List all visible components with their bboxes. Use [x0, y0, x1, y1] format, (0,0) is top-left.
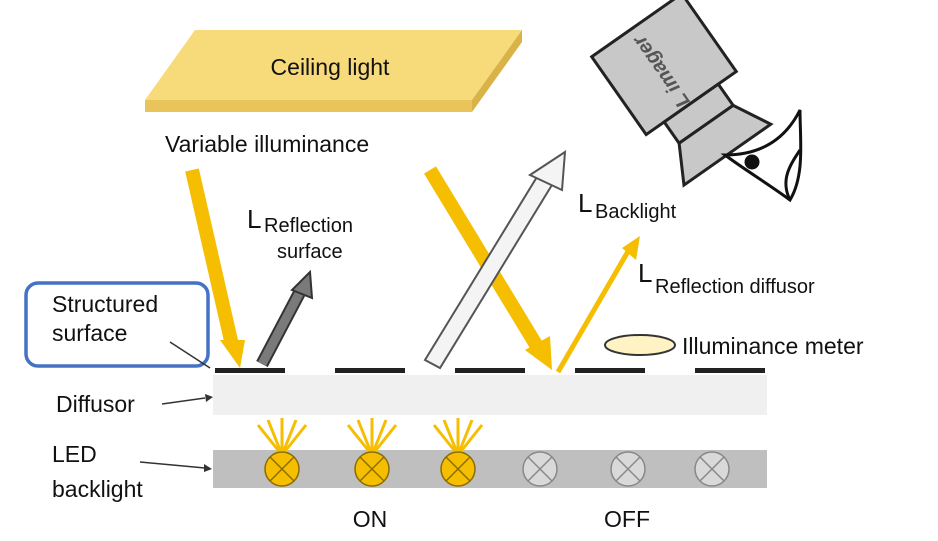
l-backlight-main: L	[578, 188, 592, 218]
led-on-1	[264, 451, 300, 487]
diffusor-panel	[213, 375, 767, 415]
led-off-2	[610, 451, 646, 487]
illuminance-meter-label: Illuminance meter	[682, 333, 864, 359]
camera-icon: L imager	[589, 0, 774, 188]
backlight-arrow	[423, 150, 567, 370]
l-backlight-sub: Backlight	[595, 201, 677, 223]
camera-hood	[677, 103, 774, 188]
structured-surface-line1: Structured	[52, 291, 158, 317]
led-backlight-line2: backlight	[52, 476, 143, 502]
led-on-3	[440, 451, 476, 487]
led-backlight-line1: LED	[52, 441, 97, 467]
l-reflection-diffusor-main: L	[638, 258, 652, 288]
diffusor-label: Diffusor	[56, 391, 135, 417]
ceiling-light-label: Ceiling light	[271, 54, 391, 80]
eye-icon	[720, 109, 803, 203]
led-on-emission	[256, 418, 484, 456]
eye-pupil	[744, 154, 760, 170]
structured-surface-pointer	[169, 341, 211, 369]
variable-illuminance-label: Variable illuminance	[165, 131, 369, 157]
illuminance-meter-icon	[604, 334, 676, 356]
structured-surface-line2: surface	[52, 320, 127, 346]
incident-ray-right	[424, 166, 552, 370]
diffusor-pointer	[161, 397, 206, 405]
l-reflection-surface-sub1: Reflection	[264, 215, 353, 237]
on-label: ON	[353, 506, 388, 532]
led-backlight-pointer	[139, 461, 206, 469]
l-reflection-diffusor-sub: Reflection diffusor	[655, 276, 815, 298]
eye-outline	[720, 109, 803, 203]
ceiling-light-front	[145, 100, 472, 112]
l-reflection-surface-main: L	[247, 204, 261, 234]
eye-lid	[784, 149, 802, 201]
l-reflection-surface-sub2: surface	[277, 241, 343, 263]
led-off-1	[522, 451, 558, 487]
led-off-3	[694, 451, 730, 487]
reflection-surface-arrow	[256, 269, 314, 368]
ceiling-light: Ceiling light	[145, 30, 522, 112]
reflection-diffusor-arrow	[555, 236, 640, 374]
ceiling-light-top	[145, 30, 522, 100]
backlight-panel	[213, 450, 767, 488]
led-on-2	[354, 451, 390, 487]
incident-ray-left	[185, 168, 245, 368]
ceiling-light-side	[472, 30, 522, 112]
structured-surface-segments	[215, 368, 765, 373]
off-label: OFF	[604, 506, 650, 532]
structured-surface-highlight	[24, 281, 210, 368]
